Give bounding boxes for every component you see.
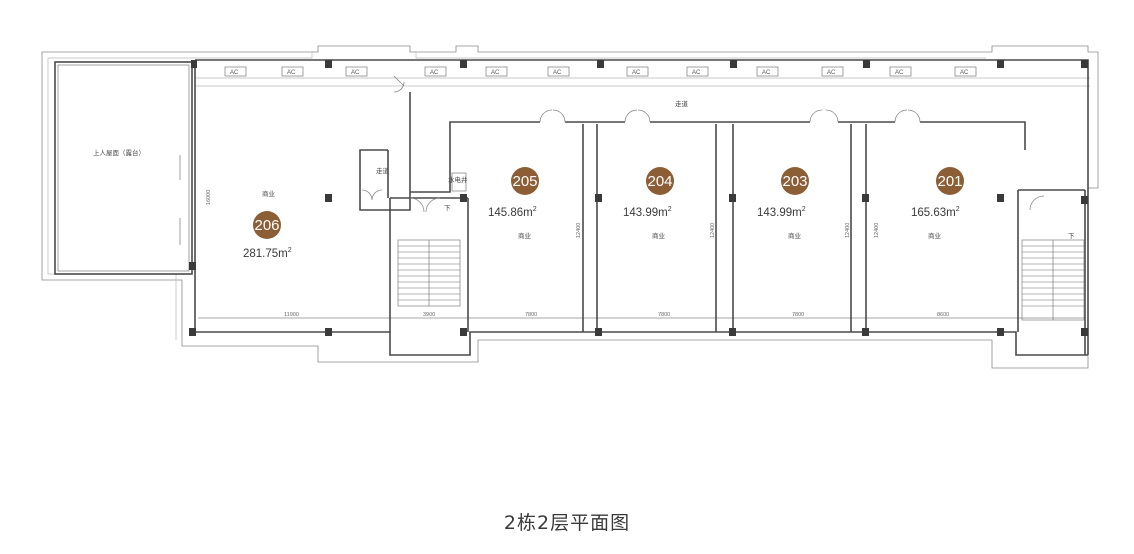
unit-205: 205 145.86m2 商业 [488, 167, 539, 240]
unit-use: 商业 [788, 231, 802, 240]
ac-label: AC [351, 70, 360, 76]
dim-depth: 12400 [710, 223, 716, 238]
ac-units: AC AC AC AC AC AC AC AC AC AC AC AC [224, 66, 977, 77]
unit-use: 商业 [928, 231, 942, 240]
ac-label: AC [895, 70, 904, 76]
shaft-label: 水电井 [448, 175, 468, 184]
unit-area: 143.99m2 [623, 206, 672, 219]
unit-204: 204 143.99m2 商业 [623, 167, 674, 240]
dim-bottom: 7800 [525, 312, 537, 318]
plan-title: 2栋2层平面图 [503, 512, 631, 534]
unit-badge [253, 211, 281, 239]
dim-bottom: 3900 [423, 312, 435, 318]
ac-label: AC [632, 70, 641, 76]
dim-bottom: 11900 [284, 312, 299, 318]
dim-depth: 16000 [206, 190, 212, 205]
unit-badge [936, 167, 964, 195]
unit-area: 165.63m2 [911, 206, 960, 219]
dim-bottom: 8600 [937, 312, 949, 318]
terrace: 上人屋面（露台） [54, 61, 193, 275]
dim-depth: 12400 [576, 223, 582, 238]
unit-area: 145.86m2 [488, 206, 537, 219]
unit-number: 201 [937, 173, 962, 190]
dim-depth: 12400 [874, 223, 880, 238]
ac-label: AC [827, 70, 836, 76]
outer-outline [41, 45, 1099, 369]
dimensions: 11900 3900 7800 7800 7800 8600 16000 124… [206, 190, 949, 318]
columns [189, 60, 1088, 336]
unit-201: 201 165.63m2 商业 [911, 167, 964, 240]
unit-203: 203 143.99m2 商业 [757, 167, 809, 240]
ac-label: AC [762, 70, 771, 76]
ac-label: AC [960, 70, 969, 76]
ac-label: AC [430, 70, 439, 76]
ac-label: AC [491, 70, 500, 76]
ac-label: AC [692, 70, 701, 76]
unit-number: 206 [254, 217, 279, 234]
unit-badge [511, 167, 539, 195]
unit-area: 143.99m2 [757, 206, 806, 219]
corridor-top-label: 走道 [675, 99, 689, 108]
unit-use: 商业 [262, 189, 276, 198]
ac-label: AC [553, 70, 562, 76]
unit-number: 203 [782, 173, 807, 190]
corridor-side-label: 走道 [376, 166, 390, 175]
stair-left-down: 下 [444, 204, 451, 212]
unit-use: 商业 [518, 231, 532, 240]
unit-206: 商业 206 281.75m2 [243, 189, 292, 260]
building-walls [179, 59, 1089, 356]
stair-right-down: 下 [1068, 232, 1075, 240]
unit-area: 281.75m2 [243, 247, 292, 260]
dim-depth: 12400 [845, 223, 851, 238]
unit-number: 205 [512, 173, 537, 190]
stair-right: 下 [1021, 232, 1085, 321]
dim-bottom: 7800 [792, 312, 804, 318]
unit-number: 204 [647, 173, 672, 190]
dim-bottom: 7800 [658, 312, 670, 318]
ac-label: AC [287, 70, 296, 76]
unit-use: 商业 [652, 231, 666, 240]
ac-label: AC [230, 70, 239, 76]
terrace-label: 上人屋面（露台） [93, 148, 145, 157]
unit-badge [646, 167, 674, 195]
stair-left: 下 [397, 204, 461, 307]
unit-badge [781, 167, 809, 195]
